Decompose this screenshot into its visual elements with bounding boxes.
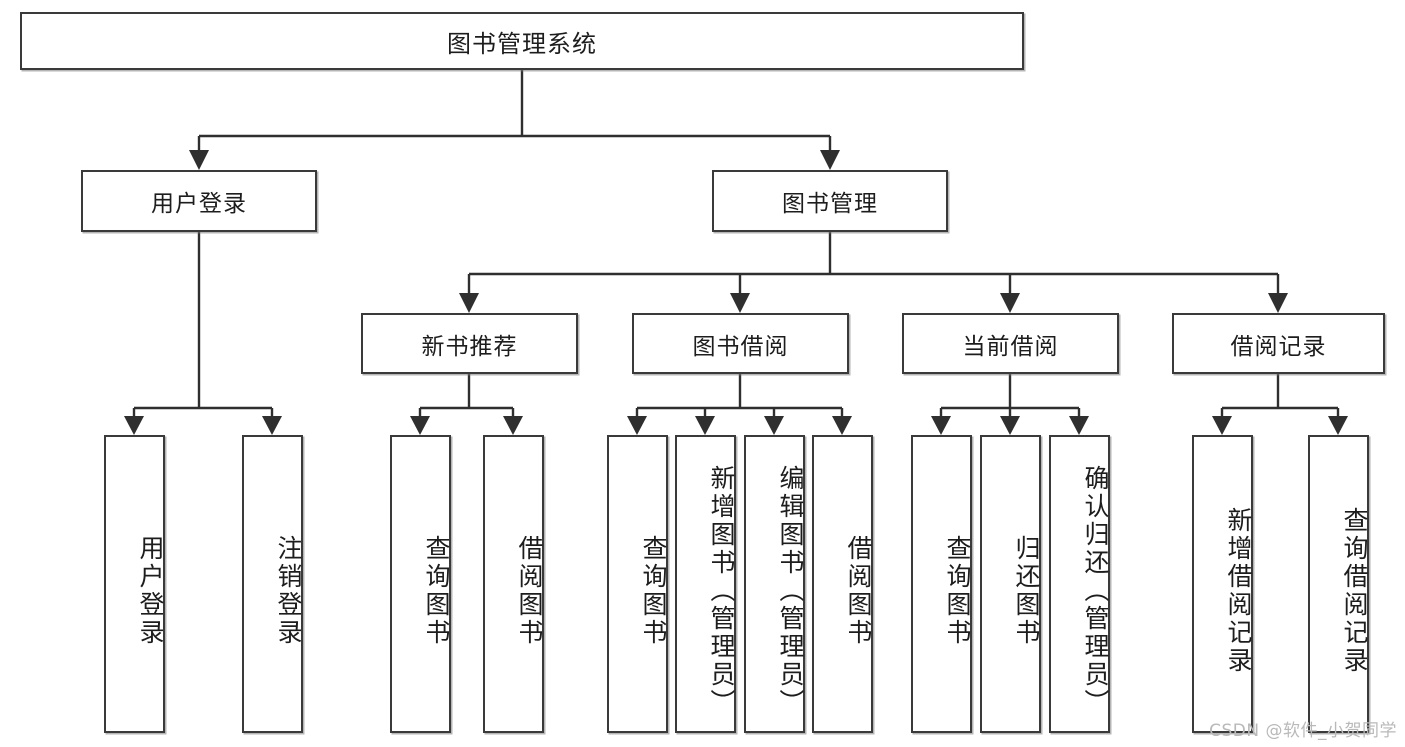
- node-label: 查询图书: [422, 535, 451, 647]
- leaf-new-book-query[interactable]: 查询图书: [390, 435, 451, 733]
- node-label: 查询图书: [639, 535, 668, 647]
- node-new-book-recommend[interactable]: 新书推荐: [361, 313, 578, 374]
- node-label: 图书借阅: [692, 333, 789, 360]
- leaf-book-borrow-add[interactable]: 新增图书（管理员）: [675, 435, 736, 733]
- leaf-borrow-record-query[interactable]: 查询借阅记录: [1308, 435, 1369, 733]
- node-label: 编辑图书（管理员）: [776, 465, 805, 717]
- leaf-user-login-login[interactable]: 用户登录: [104, 435, 165, 733]
- leaf-new-book-borrow[interactable]: 借阅图书: [483, 435, 544, 733]
- node-label: 图书管理系统: [447, 29, 597, 58]
- leaf-book-borrow-edit[interactable]: 编辑图书（管理员）: [744, 435, 805, 733]
- node-label: 用户登录: [151, 191, 247, 217]
- node-label: 确认归还（管理员）: [1081, 465, 1110, 717]
- leaf-user-login-logout[interactable]: 注销登录: [242, 435, 303, 733]
- node-label: 借阅图书: [515, 535, 544, 647]
- node-label: 图书管理: [782, 191, 878, 217]
- node-user-login[interactable]: 用户登录: [81, 170, 317, 232]
- node-label: 新增图书（管理员）: [707, 465, 736, 717]
- watermark: CSDN @软件_小贺同学: [1209, 721, 1397, 741]
- node-label: 新增借阅记录: [1224, 507, 1253, 675]
- leaf-borrow-record-add[interactable]: 新增借阅记录: [1192, 435, 1253, 733]
- node-book-borrow[interactable]: 图书借阅: [632, 313, 849, 374]
- node-label: 当前借阅: [962, 333, 1059, 360]
- node-label: 借阅记录: [1230, 333, 1327, 360]
- leaf-book-borrow-query[interactable]: 查询图书: [607, 435, 668, 733]
- node-label: 归还图书: [1012, 535, 1041, 647]
- leaf-current-borrow-confirm-return[interactable]: 确认归还（管理员）: [1049, 435, 1110, 733]
- node-book-management[interactable]: 图书管理: [712, 170, 948, 232]
- node-root-system[interactable]: 图书管理系统: [20, 12, 1024, 70]
- node-label: 查询图书: [943, 535, 972, 647]
- node-current-borrow[interactable]: 当前借阅: [902, 313, 1119, 374]
- node-label: 注销登录: [274, 535, 303, 647]
- leaf-current-borrow-query[interactable]: 查询图书: [911, 435, 972, 733]
- node-label: 用户登录: [136, 535, 165, 647]
- leaf-current-borrow-return[interactable]: 归还图书: [980, 435, 1041, 733]
- leaf-book-borrow-borrow[interactable]: 借阅图书: [812, 435, 873, 733]
- node-label: 查询借阅记录: [1340, 507, 1369, 675]
- node-label: 借阅图书: [844, 535, 873, 647]
- node-label: 新书推荐: [421, 333, 518, 360]
- node-borrow-record[interactable]: 借阅记录: [1172, 313, 1385, 374]
